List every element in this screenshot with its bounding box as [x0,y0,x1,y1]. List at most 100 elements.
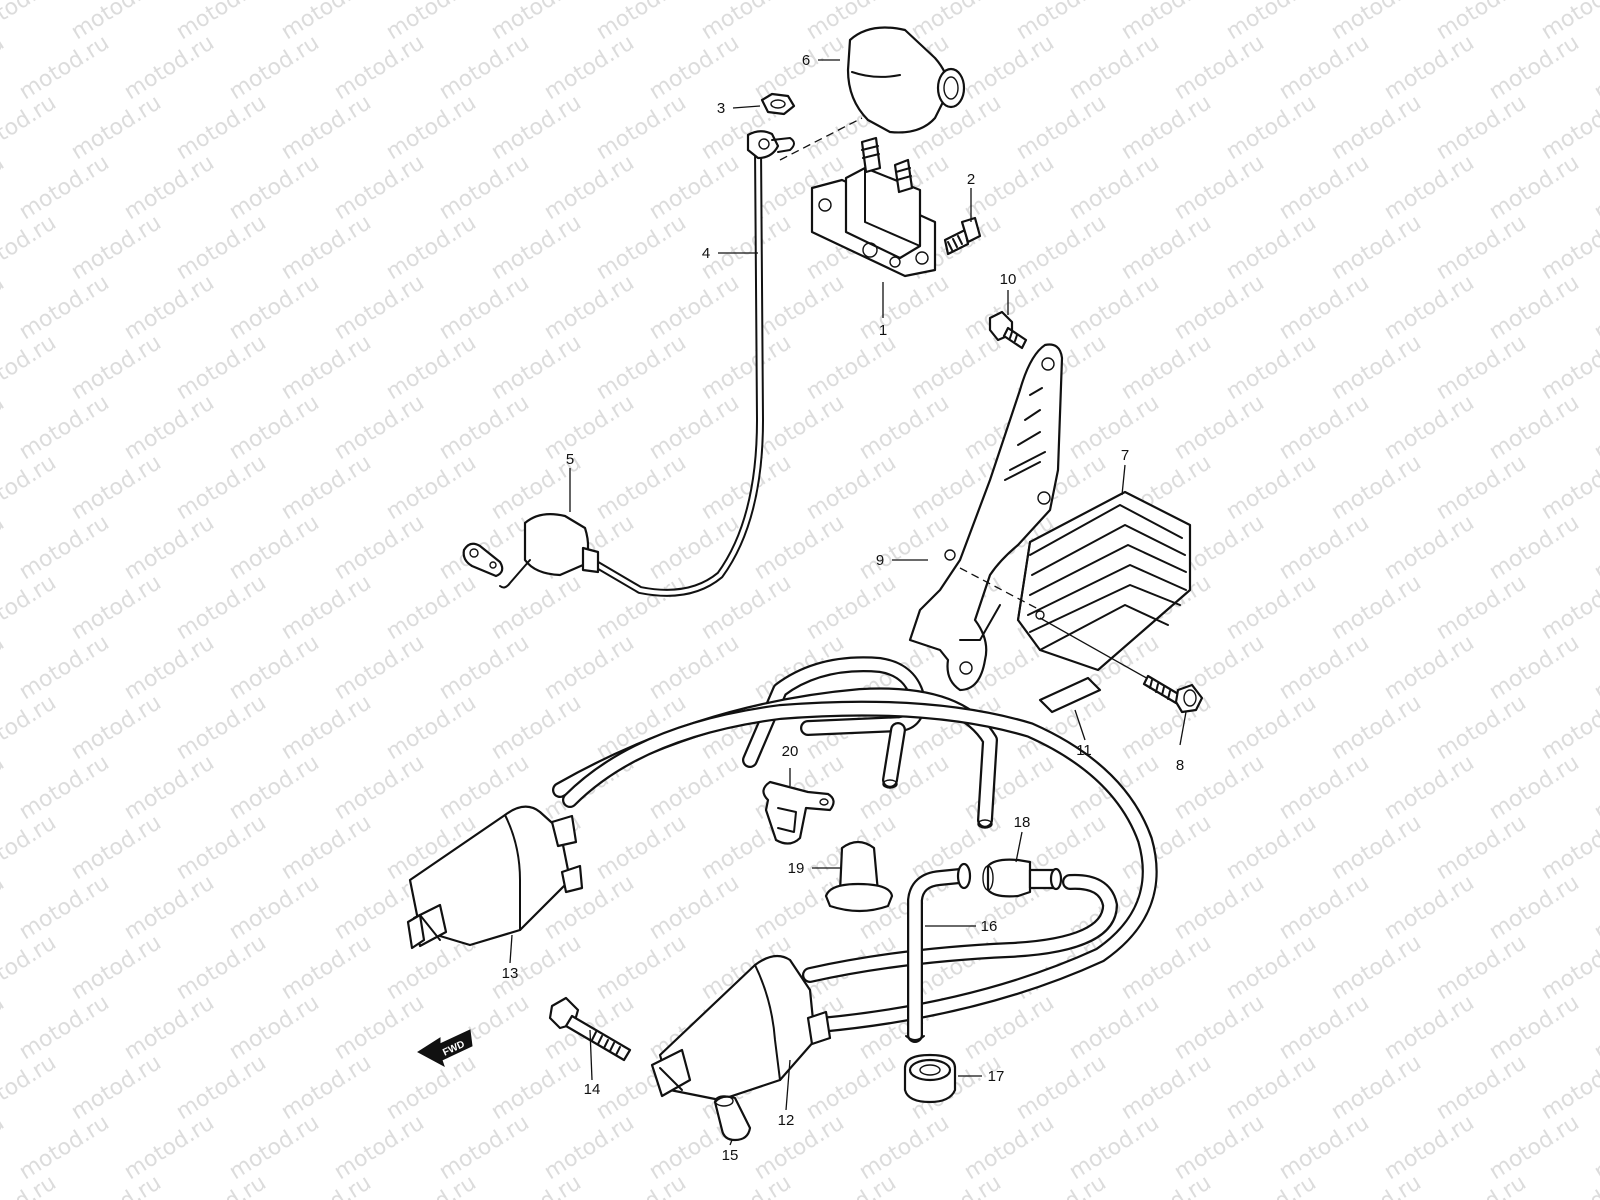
watermark-text: motod.ru [0,930,61,1005]
watermark-text: motod.ru [382,1170,481,1200]
watermark-text: motod.ru [1380,390,1479,465]
watermark-text: motod.ru [0,750,9,825]
callout-1: 1 [879,322,887,339]
watermark-text: motod.ru [487,690,586,765]
watermark-text: motod.ru [67,450,166,525]
watermark-text: motod.ru [1117,210,1216,285]
watermark-text: motod.ru [592,810,691,885]
watermark-text: motod.ru [1327,810,1426,885]
watermark-text: motod.ru [750,30,849,105]
watermark-text: motod.ru [1065,390,1164,465]
watermark-text: motod.ru [1590,150,1600,225]
watermark-text: motod.ru [1432,690,1531,765]
watermark-text: motod.ru [1327,930,1426,1005]
callout-5: 5 [566,451,574,468]
watermark-text: motod.ru [697,330,796,405]
watermark-text: motod.ru [1275,510,1374,585]
watermark-text: motod.ru [120,990,219,1065]
watermark-text: motod.ru [0,210,61,285]
part-2-screw [943,216,982,256]
watermark-text: motod.ru [960,1110,1059,1185]
watermark-text: motod.ru [1222,330,1321,405]
watermark-text: motod.ru [750,510,849,585]
watermark-text: motod.ru [750,270,849,345]
watermark-text: motod.ru [0,690,61,765]
watermark-text: motod.ru [1117,1170,1216,1200]
watermark-text: motod.ru [1590,1110,1600,1185]
watermark-text: motod.ru [592,0,691,45]
watermark-text: motod.ru [172,330,271,405]
watermark-text: motod.ru [225,510,324,585]
watermark-text: motod.ru [120,750,219,825]
watermark-text: motod.ru [855,270,954,345]
watermark-text: motod.ru [120,630,219,705]
watermark-text: motod.ru [592,930,691,1005]
watermark-text: motod.ru [15,390,114,465]
part-19-cap [824,840,894,913]
watermark-text: motod.ru [1065,990,1164,1065]
watermark-text: motod.ru [15,510,114,585]
watermark-text: motod.ru [1170,30,1269,105]
watermark-text: motod.ru [540,150,639,225]
watermark-text: motod.ru [1380,630,1479,705]
watermark-text: motod.ru [435,270,534,345]
watermark-text: motod.ru [277,570,376,645]
watermark-text: motod.ru [67,690,166,765]
watermark-text: motod.ru [487,330,586,405]
watermark-text: motod.ru [1275,870,1374,945]
watermark-text: motod.ru [1485,390,1584,465]
watermark-text: motod.ru [15,750,114,825]
watermark-text: motod.ru [172,0,271,45]
watermark-text: motod.ru [330,30,429,105]
part-5-terminal-boot [462,513,600,589]
watermark-text: motod.ru [172,210,271,285]
watermark-text: motod.ru [435,630,534,705]
part-6-cap [846,26,966,134]
watermark-text: motod.ru [1222,690,1321,765]
part-20-clamp [762,780,835,845]
callout-17: 17 [988,1068,1005,1085]
watermark-text: motod.ru [487,570,586,645]
part-10-bolt [988,310,1028,350]
watermark-text: motod.ru [67,90,166,165]
watermark-text: motod.ru [0,330,61,405]
watermark-text: motod.ru [1170,750,1269,825]
watermark-text: motod.ru [382,90,481,165]
watermark-text: motod.ru [1275,390,1374,465]
watermark-text: motod.ru [1432,1050,1531,1125]
watermark-text: motod.ru [645,30,744,105]
watermark-text: motod.ru [960,30,1059,105]
callout-2: 2 [967,171,975,188]
watermark-text: motod.ru [120,270,219,345]
watermark-text: motod.ru [1012,1170,1111,1200]
watermark-text: motod.ru [67,330,166,405]
watermark-text: motod.ru [1327,1170,1426,1200]
watermark-text: motod.ru [1327,1050,1426,1125]
watermark-text: motod.ru [645,510,744,585]
callout-7: 7 [1121,447,1129,464]
callout-13: 13 [502,965,519,982]
watermark-text: motod.ru [1432,210,1531,285]
watermark-text: motod.ru [1590,390,1600,465]
watermark-text: motod.ru [172,810,271,885]
watermark-text: motod.ru [1380,30,1479,105]
watermark-text: motod.ru [225,750,324,825]
watermark-text: motod.ru [1117,930,1216,1005]
watermark-text: motod.ru [1170,1110,1269,1185]
watermark-text: motod.ru [435,30,534,105]
watermark-text: motod.ru [487,1170,586,1200]
watermark-text: motod.ru [225,270,324,345]
watermark-text: motod.ru [120,510,219,585]
watermark-text: motod.ru [802,330,901,405]
watermark-text: motod.ru [1065,270,1164,345]
watermark-text: motod.ru [1117,330,1216,405]
watermark-text: motod.ru [277,930,376,1005]
watermark-text: motod.ru [1170,990,1269,1065]
watermark-text: motod.ru [1380,150,1479,225]
watermark-text: motod.ru [0,1050,61,1125]
watermark-text: motod.ru [330,510,429,585]
watermark-text: motod.ru [330,1110,429,1185]
watermark-text: motod.ru [1170,270,1269,345]
watermark-text: motod.ru [1380,510,1479,585]
watermark-text: motod.ru [1485,750,1584,825]
